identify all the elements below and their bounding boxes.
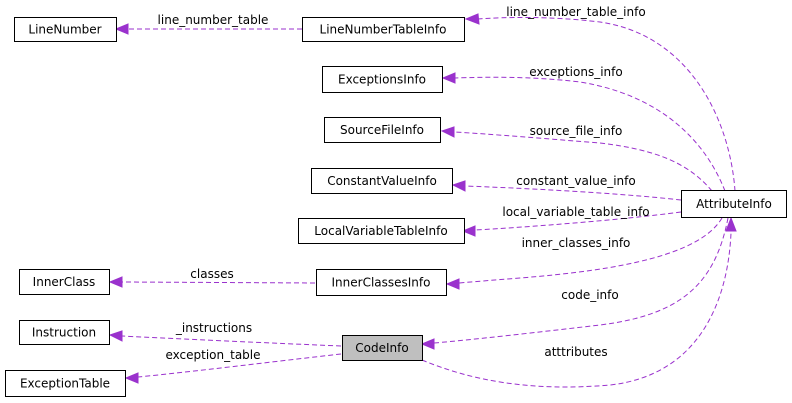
node-local-variable-table-info[interactable]: LocalVariableTableInfo: [298, 218, 465, 244]
label-code-info: code_info: [561, 288, 618, 302]
edge-source-file-info: [440, 126, 713, 192]
node-source-file-info[interactable]: SourceFileInfo: [324, 117, 441, 143]
node-line-number[interactable]: LineNumber: [14, 17, 117, 42]
node-attribute-info-label: AttributeInfo: [696, 197, 772, 211]
label-line-number-table-info: line_number_table_info: [506, 5, 645, 19]
edge-classes: [108, 276, 316, 288]
node-source-file-info-label: SourceFileInfo: [340, 123, 424, 137]
edge-exception-table: [124, 353, 342, 384]
node-inner-classes-info-label: InnerClassesInfo: [332, 276, 431, 290]
node-instruction[interactable]: Instruction: [19, 320, 110, 345]
node-code-info[interactable]: CodeInfo: [342, 335, 423, 361]
label-inner-classes-info: inner_classes_info: [522, 236, 631, 250]
edge-exceptions-info: [441, 72, 726, 192]
node-attribute-info[interactable]: AttributeInfo: [681, 190, 787, 218]
label-instructions: _instructions: [175, 321, 252, 335]
edge-local-variable-table-info: [461, 211, 682, 237]
node-line-number-table-info[interactable]: LineNumberTableInfo: [302, 17, 465, 42]
label-exceptions-info: exceptions_info: [529, 65, 622, 79]
node-code-info-label: CodeInfo: [355, 341, 408, 355]
node-line-number-table-info-label: LineNumberTableInfo: [320, 23, 447, 37]
edge-line-number-table-info: [464, 13, 736, 192]
edge-line-number-table: [114, 23, 302, 35]
label-local-variable-table-info: local_variable_table_info: [502, 205, 649, 219]
label-constant-value-info: constant_value_info: [516, 174, 635, 188]
node-constant-value-info[interactable]: ConstantValueInfo: [311, 168, 453, 194]
node-inner-class[interactable]: InnerClass: [19, 269, 110, 295]
node-exceptions-info[interactable]: ExceptionsInfo: [322, 66, 443, 93]
edge-instructions: [108, 330, 342, 347]
label-exception-table: exception_table: [165, 348, 260, 362]
edge-atttributes: [421, 216, 737, 388]
label-atttributes: atttributes: [544, 345, 607, 359]
label-source-file-info: source_file_info: [530, 124, 623, 138]
node-exception-table-label: ExceptionTable: [20, 377, 110, 391]
node-instruction-label: Instruction: [32, 326, 96, 340]
edge-code-info: [420, 217, 729, 350]
node-inner-classes-info[interactable]: InnerClassesInfo: [316, 269, 447, 296]
node-line-number-label: LineNumber: [28, 23, 101, 37]
edge-inner-classes-info: [445, 217, 723, 290]
node-inner-class-label: InnerClass: [33, 275, 96, 289]
node-exception-table[interactable]: ExceptionTable: [5, 370, 126, 397]
edge-constant-value-info: [451, 180, 682, 201]
node-local-variable-table-info-label: LocalVariableTableInfo: [314, 224, 447, 238]
node-exceptions-info-label: ExceptionsInfo: [338, 73, 426, 87]
label-line-number-table: line_number_table: [158, 13, 269, 27]
label-classes: classes: [190, 267, 233, 281]
node-constant-value-info-label: ConstantValueInfo: [327, 174, 437, 188]
